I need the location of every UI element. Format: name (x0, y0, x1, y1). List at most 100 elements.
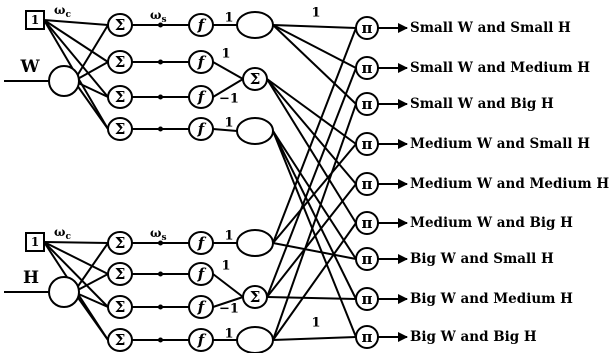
w-membership-medium-symbol: Σ (250, 70, 261, 88)
product-symbol: π (362, 214, 373, 232)
product-node-2 (355, 92, 379, 116)
h-junction-dot (158, 271, 163, 277)
output-label-2: Small W and Big H (410, 96, 554, 112)
w-bias-to-sum-2 (43, 19, 109, 98)
h-junction-dot (158, 240, 163, 246)
w-link-one-a: 1 (224, 11, 233, 26)
w-junction-dot (158, 22, 163, 28)
w-sum-node-3 (107, 117, 133, 141)
h-link-one-a: 1 (224, 229, 233, 244)
h-bias-label: 1 (31, 235, 39, 249)
output-label-5: Medium W and Big H (410, 215, 573, 231)
h-f-node-0 (188, 231, 214, 255)
h-f-symbol: f (197, 298, 207, 316)
output-label-1: Small W and Medium H (410, 60, 590, 76)
h-bias-to-sum-0 (43, 241, 109, 244)
w-sum-symbol: Σ (115, 16, 126, 34)
product-symbol: π (362, 59, 373, 77)
h-sum-symbol: Σ (115, 265, 126, 283)
w-input-node (48, 65, 80, 97)
h-mf2-to-pi8 (272, 336, 357, 341)
h-f-node-2 (188, 295, 214, 319)
w-mf2-to-pi7 (272, 130, 357, 300)
w-sum-node-0 (107, 13, 133, 37)
w-f-node-1 (188, 50, 214, 74)
w-f-node-0 (188, 13, 214, 37)
output-label-0: Small W and Small H (410, 20, 571, 36)
product-node-4 (355, 172, 379, 196)
product-node-3 (355, 132, 379, 156)
product-node-8 (355, 325, 379, 349)
h-sum-node-2 (107, 295, 133, 319)
w-input-label: W (19, 57, 40, 77)
h-f-symbol: f (197, 265, 207, 283)
h-sum-symbol: Σ (115, 331, 126, 349)
w-bias-to-sum-0 (43, 19, 109, 26)
product-node-0 (355, 16, 379, 40)
w-mf1-to-pi5 (266, 78, 357, 224)
h-mf2-to-pi5 (272, 222, 357, 341)
h-f-node-1 (188, 262, 214, 286)
h-junction-dot (158, 304, 163, 310)
product-symbol: π (362, 250, 373, 268)
h-link-one-b: 1 (221, 259, 230, 274)
h-input-to-sum-0 (73, 242, 109, 293)
w-membership-medium-node (242, 67, 268, 91)
h-weight-c-label: ωc (54, 225, 71, 242)
h-junction-dot (158, 337, 163, 343)
product-node-5 (355, 211, 379, 235)
w-f-symbol: f (197, 88, 207, 106)
w-mf2-to-pi6 (272, 130, 357, 260)
h-mf0-to-pi6 (272, 242, 357, 260)
w-link-one-c: 1 (224, 116, 233, 131)
w-sum-node-2 (107, 85, 133, 109)
h-f2-to-mf1 (212, 296, 244, 308)
product-symbol: π (362, 95, 373, 113)
w-f2-to-mf1 (212, 78, 244, 98)
h-f1-to-mf1 (212, 273, 244, 298)
w-sum-symbol: Σ (115, 88, 126, 106)
w-f3-to-mf2 (212, 128, 238, 132)
h-mf1-to-pi1 (266, 67, 357, 298)
h-bias-to-sum-1 (43, 241, 109, 275)
product-symbol: π (362, 19, 373, 37)
h-sum-symbol: Σ (115, 234, 126, 252)
h-f-symbol: f (197, 234, 207, 252)
w-mf1-to-pi4 (266, 78, 357, 185)
w-bias-label: 1 (31, 13, 39, 27)
product-node-7 (355, 287, 379, 311)
w-sum-symbol: Σ (115, 120, 126, 138)
output-label-4: Medium W and Medium H (410, 176, 609, 192)
h-link-one-c: 1 (224, 327, 233, 342)
h-sum-node-0 (107, 231, 133, 255)
product-symbol: π (362, 290, 373, 308)
w-weight-c-label: ωc (54, 3, 71, 20)
h-link-minus-one: −1 (219, 302, 239, 317)
w-link-minus-one: −1 (219, 92, 239, 107)
w-link-one-b: 1 (221, 47, 230, 62)
network-nodes (25, 10, 379, 353)
w-sum-symbol: Σ (115, 53, 126, 71)
w-mf0-to-pi2 (272, 24, 357, 105)
w-weight-s-label: ωs (150, 8, 167, 25)
output-label-6: Big W and Small H (410, 251, 554, 267)
product-symbol: π (362, 328, 373, 346)
h-f-node-3 (188, 328, 214, 352)
w-f-node-3 (188, 117, 214, 141)
h-mf1-to-pi7 (266, 296, 357, 300)
h-mf1-to-pi4 (266, 183, 357, 298)
h-weight-s-label: ωs (150, 226, 167, 243)
h-input-node (48, 276, 80, 308)
w-junction-dot (158, 126, 163, 132)
h-sum-node-3 (107, 328, 133, 352)
product-symbol: π (362, 135, 373, 153)
output-label-7: Big W and Medium H (410, 291, 573, 307)
h-f-symbol: f (197, 331, 207, 349)
w-f-symbol: f (197, 16, 207, 34)
h-sum-node-1 (107, 262, 133, 286)
w-mf2-to-pi8 (272, 130, 357, 338)
w-bias-to-sum-1 (43, 19, 109, 63)
w-junction-dot (158, 94, 163, 100)
w-mf0-to-pi0 (272, 24, 357, 29)
